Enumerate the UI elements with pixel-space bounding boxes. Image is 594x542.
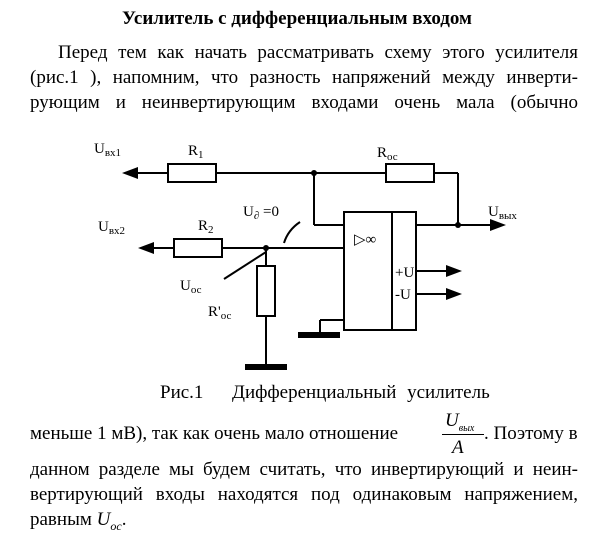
junction-dot [311, 170, 317, 176]
op-amp-symbol: ▷∞ [354, 232, 376, 248]
arrow-left-icon [122, 167, 138, 179]
label-u-out: Uвых [488, 204, 517, 222]
paragraph2-line-3: вертирующий входы находятся под одинаков… [30, 484, 578, 505]
label-r1: R1 [188, 143, 204, 161]
text-before-formula: меньше 1 мВ), так как очень мало отношен… [30, 423, 399, 444]
text-after-formula: . Поэтому в [484, 423, 578, 444]
section-title: Усилитель с дифференциальным входом [122, 8, 472, 29]
paragraph2-line-4: равным Uос. [30, 509, 127, 533]
arrow-right-icon [446, 265, 462, 277]
paragraph-line-2: (рис.1 ), напомним, что разность напряже… [30, 67, 578, 88]
paragraph-line-1: Перед тем как начать рассматривать схему… [58, 42, 578, 63]
resistor-r-oc-prime [256, 265, 276, 317]
paragraph2-line-2: данном разделе мы будем считать, что инв… [30, 459, 578, 480]
junction-dot [263, 245, 269, 251]
ground-symbol [245, 364, 287, 370]
circuit-wires [132, 163, 492, 366]
label-u-in2: Uвх2 [98, 219, 125, 237]
arrow-left-icon [138, 242, 154, 254]
arrow-right-icon [490, 219, 506, 231]
paragraph2-line-1: меньше 1 мВ), так как очень мало отношен… [30, 421, 578, 446]
label-roc: Rос [377, 145, 398, 163]
label-u-in1: Uвх1 [94, 141, 121, 159]
resistor-r1 [167, 163, 217, 183]
label-minus-u: -U [395, 287, 411, 303]
fraction-bar [442, 434, 484, 435]
fraction-formula: Uвых A [440, 410, 490, 458]
resistor-roc [385, 163, 435, 183]
caption-text: Дифференциальный усилитель [232, 382, 490, 403]
paragraph-line-3: рующим и неинвертирующим входами очень м… [30, 92, 578, 113]
label-u-diff: U∂ =0 [243, 204, 279, 222]
label-plus-u: +U [395, 265, 414, 281]
formula-denominator: A [452, 437, 464, 458]
label-r-oc-prime: R'ос [208, 304, 231, 322]
label-r2: R2 [198, 218, 214, 236]
junction-dot [455, 222, 461, 228]
arrow-right-icon [446, 288, 462, 300]
resistor-r2 [173, 238, 223, 258]
formula-numerator: Uвых [445, 410, 475, 434]
label-u-oc: Uос [180, 278, 202, 296]
ground-symbol [298, 332, 340, 338]
caption-number: Рис.1 [160, 382, 204, 403]
